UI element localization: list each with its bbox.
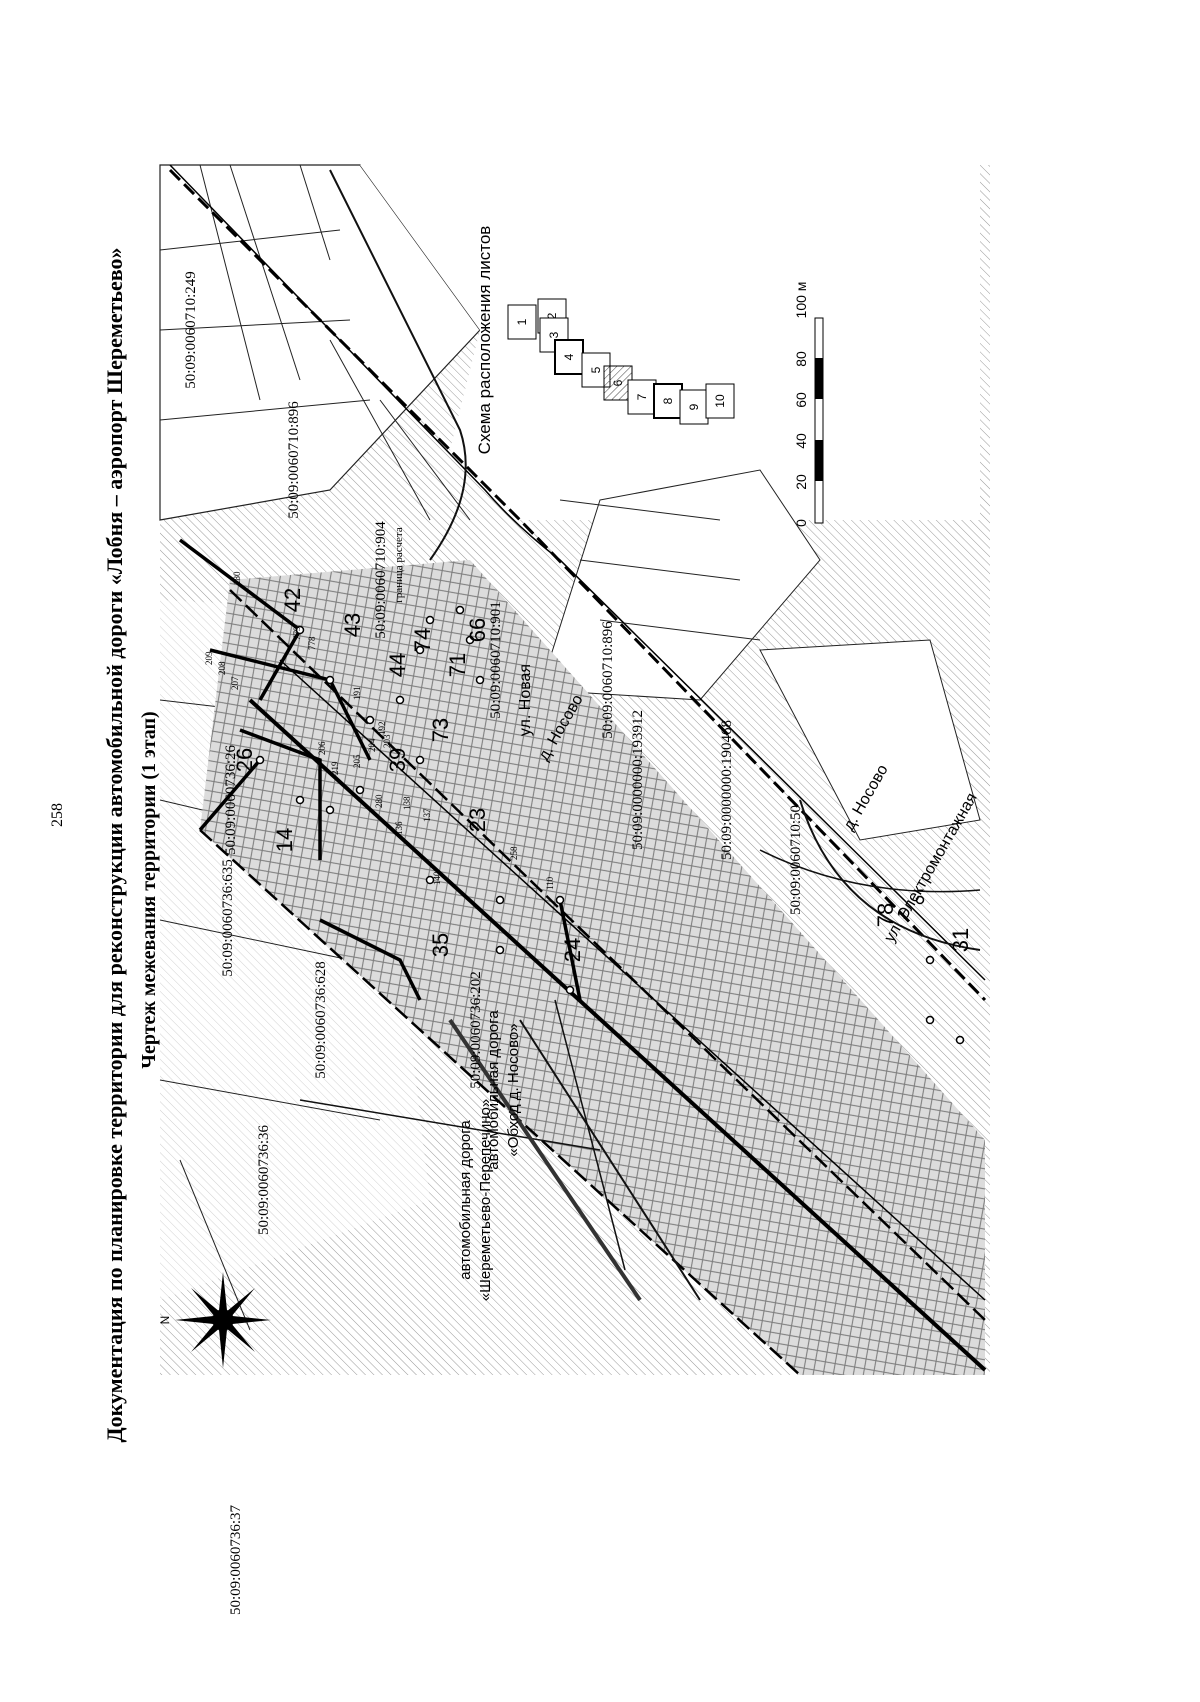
survey-points [255, 605, 965, 1045]
scale-tick-100: 100 м [793, 282, 809, 319]
parcel-right-lower [759, 639, 981, 841]
point-number: 207 [230, 676, 240, 690]
parcel-number: 78 [873, 903, 898, 927]
scale-tick-20: 20 [793, 474, 809, 490]
point-number: 136 [394, 821, 404, 835]
road-labels: автомобильная дорога «Шереметьево-Перепе… [457, 1010, 522, 1302]
scale-tick-80: 80 [793, 351, 809, 367]
compass-north-label: N [158, 1316, 172, 1325]
road-label: автомобильная дорога [457, 1120, 474, 1280]
cadastral-label: 50:09:0060710:249 [183, 271, 199, 389]
parcel-number: 73 [428, 718, 453, 742]
sheet-10: 10 [713, 394, 727, 408]
scale-tick-0: 0 [793, 519, 809, 527]
parcel-number: 35 [428, 933, 453, 957]
road-label: «Шереметьево-Перепечино» [477, 1099, 494, 1301]
cadastral-label: 50:09:0060736:628 [313, 961, 329, 1079]
parcel-number: 44 [385, 653, 410, 677]
sheet-4: 4 [562, 353, 576, 360]
point-number: 140 [432, 871, 442, 885]
parcel-upper-left [159, 164, 481, 521]
parcel-boundaries-bold [178, 538, 582, 1001]
point-number: 219 [330, 761, 340, 775]
point-number: 206 [317, 741, 327, 755]
point-number: 204 [367, 738, 377, 752]
cadastral-label: 50:09:0060710:50 [788, 805, 804, 915]
sheet-7: 7 [635, 393, 649, 400]
parcel-number: 66 [465, 618, 490, 642]
parcel-number: 14 [272, 828, 297, 852]
sheet-3: 3 [547, 331, 561, 338]
cadastral-label: 50:09:0000000:190468 [719, 720, 735, 860]
cadastral-label: 50:09:0060710:896 [600, 621, 616, 739]
page-number: 258 [49, 803, 66, 827]
point-number: 209 [204, 651, 214, 665]
road-label: «Обход д. Носово» [505, 1023, 522, 1156]
cadastral-label: 50:09:0060736:36 [256, 1125, 272, 1236]
cadastral-label: 50:09:0060736:26 [223, 745, 239, 856]
road-label: автомобильная дорога [485, 1010, 502, 1170]
cadastral-label: 50:09:0060736:37 [228, 1505, 244, 1616]
point-number: 258 [509, 846, 519, 860]
parcel-number: 42 [280, 588, 305, 612]
point-number: 208 [217, 661, 227, 675]
cadastral-labels: 50:09:0060710:249 50:09:0060710:896 50:0… [183, 271, 804, 1615]
cadastral-label: 50:09:0060736:635 [220, 859, 236, 977]
point-number: 110 [545, 876, 555, 890]
parcel-number: 26 [232, 748, 257, 772]
sheet-8: 8 [661, 397, 675, 404]
compass-rose-icon: N [158, 1272, 271, 1368]
scale-tick-40: 40 [793, 433, 809, 449]
map-subtitle: Чертеж межевания территории (1 этап) [138, 711, 160, 1068]
side-roads [299, 169, 981, 1302]
sheet-6: 6 [611, 379, 625, 386]
parcel-number: 74 [410, 628, 435, 652]
legend-clearing [360, 165, 980, 520]
point-number: 138 [402, 796, 412, 810]
road-corridor [200, 560, 985, 1375]
sheet-layout-legend: Схема расположения листов 1 2 3 4 5 6 7 … [475, 226, 735, 455]
legend-title: Схема расположения листов [475, 226, 494, 455]
cadastral-label: 50:09:0060710:904 [373, 521, 389, 639]
point-number: 180 [232, 571, 242, 585]
cadastral-label: 50:09:0000000:193912 [630, 710, 646, 850]
parcel-number: 24 [560, 938, 585, 962]
point-number: 192 [377, 722, 387, 736]
sheet-2: 2 [545, 312, 559, 319]
scale-bar: 0 20 40 60 80 100 м [793, 282, 824, 527]
point-number: 778 [307, 636, 317, 650]
parcel-number: 31 [948, 928, 973, 952]
parcel-number: 39 [385, 748, 410, 772]
boundary-note: граница расчета [393, 527, 405, 603]
point-number: 203 [382, 734, 392, 748]
cadastral-label: 50:09:0060710:901 [488, 601, 504, 719]
parcel-numbers: 42 43 44 74 73 71 66 39 23 24 35 26 14 7… [232, 588, 973, 962]
sheet-1: 1 [515, 318, 529, 325]
boundary-lines [168, 164, 987, 1376]
cadastral-label: 50:09:0060710:896 [286, 401, 302, 519]
parcel-number: 43 [340, 613, 365, 637]
street-label-novaya: ул. Новая [517, 664, 534, 736]
sheet-5: 5 [589, 366, 603, 373]
point-number: 779 [292, 626, 302, 640]
cadastral-label: 50:09:0060736:202 [468, 971, 484, 1089]
map-title: Документация по планировке территории дл… [102, 247, 127, 1442]
parcel-number: 23 [465, 808, 490, 832]
point-number: 205 [352, 754, 362, 768]
sheet-9: 9 [687, 403, 701, 410]
point-number: 191 [352, 687, 362, 701]
scale-tick-60: 60 [793, 392, 809, 408]
parcel-number: 71 [445, 653, 470, 677]
point-numbers: 180 209 208 207 778 779 191 192 203 204 … [204, 571, 555, 890]
point-number: 137 [422, 808, 432, 822]
point-number: 280 [374, 794, 384, 808]
